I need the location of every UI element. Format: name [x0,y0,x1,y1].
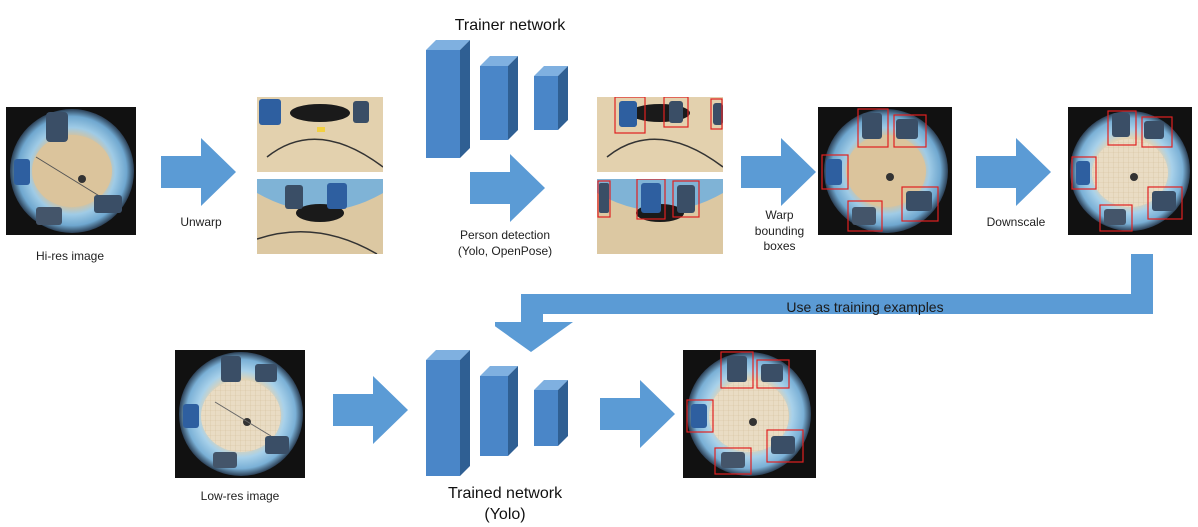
hires-label: Hi-res image [35,249,104,263]
right-arrow-icon [161,138,236,206]
warp-label: Warp bounding boxes [742,208,817,255]
downscaled-image [1068,107,1192,235]
trained-network-line2: (Yolo) [484,505,526,523]
warp-line1: Warp [765,208,794,222]
lowres-image [175,350,305,478]
person-detection-line1: Person detection [459,228,551,242]
warped-boxes-image [818,107,952,235]
person-detection-line2: (Yolo, OpenPose) [457,243,553,258]
right-arrow-icon [333,376,408,444]
right-arrow-icon [741,138,816,206]
trained-network-line1: Trained network [447,485,563,502]
bent-arrow-icon [495,254,1153,352]
network-blocks-icon [426,40,568,158]
training-examples-label: Use as training examples [786,299,944,315]
right-arrow-icon [470,154,545,222]
unwarp-label: Unwarp [180,215,222,229]
warp-line3: boxes [763,239,796,254]
downscale-label: Downscale [986,215,1046,229]
person-detection-label: Person detection (Yolo, OpenPose) [430,228,580,259]
trainer-network-title: Trainer network [454,17,566,34]
detected-top-image [597,97,723,172]
detected-bottom-image [597,179,723,254]
unwarped-bottom-image [257,179,383,254]
trained-network-label: Trained network (Yolo) [420,484,590,526]
network-blocks-icon [426,350,568,476]
unwarped-top-image [257,97,383,172]
warp-line2: bounding [754,223,805,238]
hires-image [6,107,136,235]
right-arrow-icon [600,380,675,448]
right-arrow-icon [976,138,1051,206]
lowres-label: Low-res image [200,489,280,503]
output-detections-image [683,350,816,478]
